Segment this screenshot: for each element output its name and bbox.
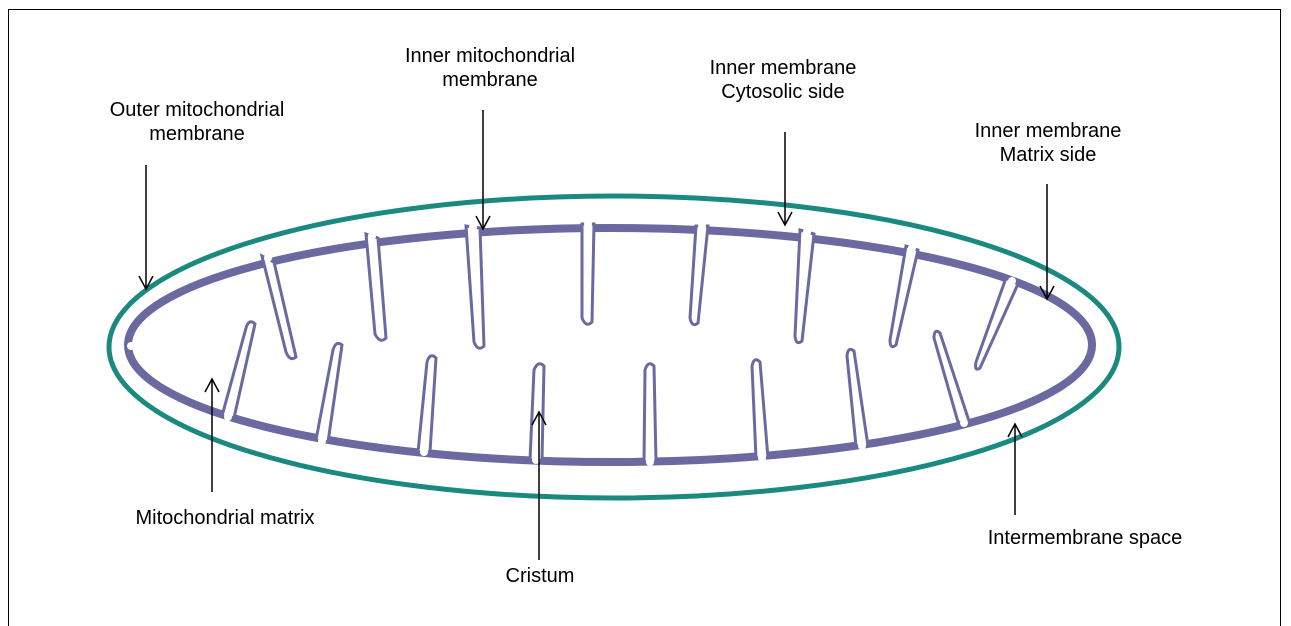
arrow-outer-membrane	[139, 165, 153, 289]
crista	[466, 226, 484, 348]
label-inner-membrane: Inner mitochondrial membrane	[370, 44, 610, 92]
arrows	[139, 110, 1054, 560]
crista	[418, 356, 436, 452]
crista	[262, 256, 296, 359]
crista	[690, 226, 708, 325]
label-matrix: Mitochondrial matrix	[100, 506, 350, 530]
outer-membrane	[109, 196, 1119, 498]
crista	[976, 278, 1019, 369]
crista	[752, 360, 768, 458]
crista	[644, 364, 656, 462]
arrow-inner-cytosolic	[778, 132, 792, 225]
crista	[366, 234, 386, 340]
crista	[795, 230, 814, 343]
crista	[530, 364, 544, 460]
label-intermembrane: Intermembrane space	[950, 526, 1220, 550]
label-outer-membrane: Outer mitochondrial membrane	[72, 98, 322, 146]
label-cristum: Cristum	[470, 564, 610, 588]
crista	[934, 331, 970, 424]
label-inner-cytosolic: Inner membrane Cytosolic side	[683, 56, 883, 104]
crista	[890, 246, 918, 347]
crista	[847, 349, 868, 446]
label-inner-matrix: Inner membrane Matrix side	[948, 119, 1148, 167]
arrow-inner-matrix	[1040, 184, 1054, 299]
arrow-inner-membrane	[476, 110, 490, 229]
crista	[316, 343, 342, 442]
crista	[582, 224, 594, 324]
crista	[222, 322, 255, 418]
cristae-upper	[262, 224, 1018, 369]
